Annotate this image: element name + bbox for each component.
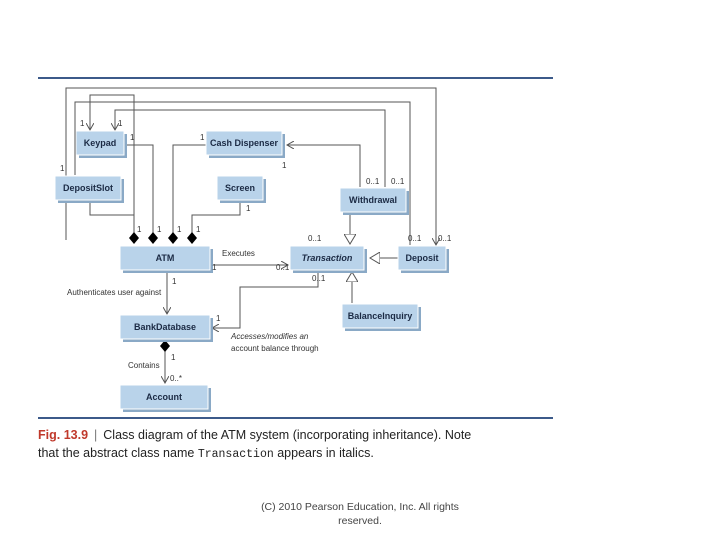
- class-atm-label: ATM: [156, 253, 175, 263]
- mult-bankdb-bottom: 1: [171, 353, 176, 362]
- caption-text-3: appears in italics.: [277, 446, 374, 460]
- copyright-footer: (C) 2010 Pearson Education, Inc. All rig…: [235, 500, 485, 528]
- mult-keypad-top2: 1: [118, 119, 123, 128]
- label-executes: Executes: [222, 249, 255, 258]
- line-atm-deposit-outer: [65, 87, 436, 245]
- mult-screen-bottom: 1: [246, 204, 251, 213]
- bottom-rule: [38, 417, 553, 419]
- mult-withdrawal-b: 0..1: [391, 177, 405, 186]
- line-atm-keypad-outer: [90, 94, 135, 240]
- mult-withdrawal-a: 0..1: [366, 177, 380, 186]
- diamond-atm-2: [148, 232, 158, 244]
- mult-transaction-top: 0..1: [308, 234, 322, 243]
- caption-text-1: Class diagram of the ATM system (incorpo…: [103, 428, 472, 442]
- line-withdrawal-keypad: [115, 109, 386, 187]
- mult-bankdb-right: 1: [216, 314, 221, 323]
- figure-number: Fig. 13.9: [38, 428, 89, 442]
- class-transaction[interactable]: Transaction: [289, 245, 367, 273]
- multiplicity-labels: 1 1 1 1 1 1 1 1 1 1 1 1 1 0..1 0..1 0..1…: [60, 119, 452, 383]
- label-authenticates: Authenticates user against: [67, 288, 162, 297]
- class-balance-inquiry[interactable]: BalanceInquiry: [341, 303, 421, 331]
- mult-atm-right: 1: [212, 263, 217, 272]
- label-contains: Contains: [128, 361, 160, 370]
- diamond-atm-1: [129, 232, 139, 244]
- class-withdrawal-label: Withdrawal: [349, 195, 397, 205]
- class-deposit[interactable]: Deposit: [397, 245, 449, 273]
- mult-keypad-top: 1: [80, 119, 85, 128]
- mult-keypad-right: 1: [130, 133, 135, 142]
- class-account-label: Account: [146, 392, 182, 402]
- footer-line-2: reserved.: [338, 515, 382, 527]
- class-cash-dispenser[interactable]: Cash Dispenser: [205, 130, 285, 158]
- class-deposit-slot[interactable]: DepositSlot: [54, 175, 124, 203]
- mult-cash-left: 1: [200, 133, 205, 142]
- mult-atm-a3: 1: [177, 225, 182, 234]
- mult-atm-bottom: 1: [172, 277, 177, 286]
- class-deposit-slot-label: DepositSlot: [63, 183, 113, 193]
- line-atm-screen: [191, 203, 241, 236]
- class-account[interactable]: Account: [119, 384, 211, 412]
- class-balance-inquiry-label: BalanceInquiry: [348, 311, 413, 321]
- class-keypad[interactable]: Keypad: [75, 130, 127, 158]
- composition-diamonds: [129, 232, 197, 352]
- mult-transaction-bottom: 0..1: [312, 274, 326, 283]
- class-transaction-label: Transaction: [302, 253, 353, 263]
- line-atm-keypad: [120, 144, 154, 236]
- class-diagram: Keypad Cash Dispenser DepositSlot Screen…: [54, 87, 452, 412]
- mult-atm-a2: 1: [157, 225, 162, 234]
- caption-separator: |: [94, 428, 98, 442]
- mult-deposit-a: 0..1: [408, 234, 422, 243]
- mult-cash-bottom: 1: [282, 161, 287, 170]
- figure-caption: Fig. 13.9 | Class diagram of the ATM syste…: [38, 426, 553, 464]
- class-screen[interactable]: Screen: [216, 175, 266, 203]
- line-transaction-bankdb: [212, 272, 319, 328]
- footer-line-1: (C) 2010 Pearson Education, Inc. All rig…: [261, 501, 459, 513]
- class-screen-label: Screen: [225, 183, 255, 193]
- line-atm-cash: [172, 144, 213, 236]
- label-accesses-line2: account balance through: [231, 344, 319, 353]
- caption-text-2: that the abstract class name: [38, 446, 195, 460]
- diamond-atm-3: [168, 232, 178, 244]
- class-atm[interactable]: ATM: [119, 245, 213, 273]
- label-accesses-line1: Accesses/modifies an: [230, 332, 309, 341]
- class-withdrawal[interactable]: Withdrawal: [339, 187, 409, 215]
- line-deposit-depositslot: [74, 101, 411, 245]
- class-deposit-label: Deposit: [405, 253, 438, 263]
- caption-code: Transaction: [197, 448, 274, 461]
- mult-deposit-b: 0..1: [438, 234, 452, 243]
- mult-transaction-left: 0..1: [276, 263, 290, 272]
- line-atm-depositslot: [89, 203, 135, 236]
- class-cash-dispenser-label: Cash Dispenser: [210, 138, 279, 148]
- association-labels: Executes Authenticates user against Acce…: [67, 249, 319, 370]
- class-keypad-label: Keypad: [84, 138, 117, 148]
- line-withdrawal-cash: [287, 145, 361, 187]
- class-bank-database[interactable]: BankDatabase: [119, 314, 213, 342]
- mult-atm-a4: 1: [196, 225, 201, 234]
- mult-account-top: 0..*: [170, 374, 182, 383]
- class-bank-database-label: BankDatabase: [134, 322, 196, 332]
- mult-atm-a1: 1: [137, 225, 142, 234]
- connectors: [65, 87, 436, 383]
- top-rule: [38, 77, 553, 79]
- mult-depositslot-top: 1: [60, 164, 65, 173]
- diamond-atm-4: [187, 232, 197, 244]
- diamond-bankdb: [160, 340, 170, 352]
